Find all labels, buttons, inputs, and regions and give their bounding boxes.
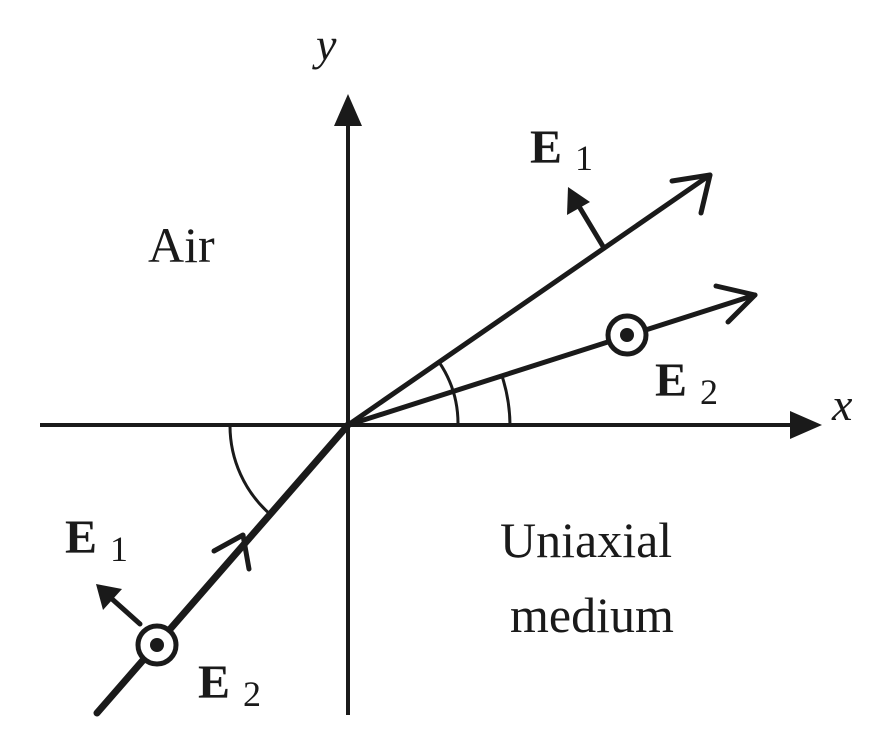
e2-refracted-label-subscript: 2 [700, 372, 718, 412]
e1-incident-vector [96, 584, 143, 627]
e1-refracted-vector-shaft [577, 205, 607, 251]
e2-incident-marker [135, 623, 179, 667]
e2-refracted-marker [605, 313, 649, 357]
refraction-angle-arc-e1 [437, 361, 460, 426]
medium-label-line1: Uniaxial [500, 512, 672, 568]
e2-incident-label-subscript: 2 [243, 674, 261, 714]
refracted-ray-e1-arrowhead [669, 172, 713, 216]
refracted-ray-e1 [345, 172, 713, 428]
e1-incident-label-subscript: 1 [110, 529, 128, 569]
e1-refracted-vector [567, 187, 607, 251]
e1-refracted-label-symbol: E [530, 121, 562, 174]
e2-refracted-label-symbol: E [655, 354, 687, 407]
e1-refracted-label: E 1 [530, 121, 593, 178]
e2-refracted-marker-dot [620, 328, 634, 342]
x-axis-label: x [831, 379, 853, 430]
e1-incident-label: E 1 [65, 511, 128, 569]
x-axis-arrowhead [790, 411, 822, 439]
incidence-angle-arc [228, 424, 272, 517]
e2-refracted-label: E 2 [655, 354, 718, 412]
y-axis-label: y [312, 19, 337, 70]
medium-label-line2: medium [510, 587, 674, 643]
e1-incident-vector-arrowhead [96, 584, 122, 610]
refraction-angle-arc-e2 [500, 375, 512, 426]
air-label: Air [148, 217, 215, 273]
incident-ray [93, 421, 352, 717]
e1-incident-vector-shaft [109, 596, 143, 627]
axes [40, 94, 822, 715]
e1-refracted-vector-arrowhead [567, 187, 590, 215]
e2-incident-label-symbol: E [198, 656, 230, 709]
angle-arcs [228, 361, 512, 517]
y-axis-arrowhead [334, 94, 362, 126]
refracted-ray-e2 [345, 283, 758, 428]
refracted-ray-e1-line [345, 172, 713, 428]
e2-incident-marker-dot [150, 638, 164, 652]
refracted-ray-e2-line [345, 292, 758, 428]
incident-ray-line [93, 421, 352, 717]
incident-ray-direction-arrow [211, 532, 252, 572]
e1-refracted-label-subscript: 1 [575, 138, 593, 178]
e1-incident-label-symbol: E [65, 511, 97, 564]
e2-incident-label: E 2 [198, 656, 261, 714]
refracted-ray-e2-arrowhead [713, 283, 758, 325]
